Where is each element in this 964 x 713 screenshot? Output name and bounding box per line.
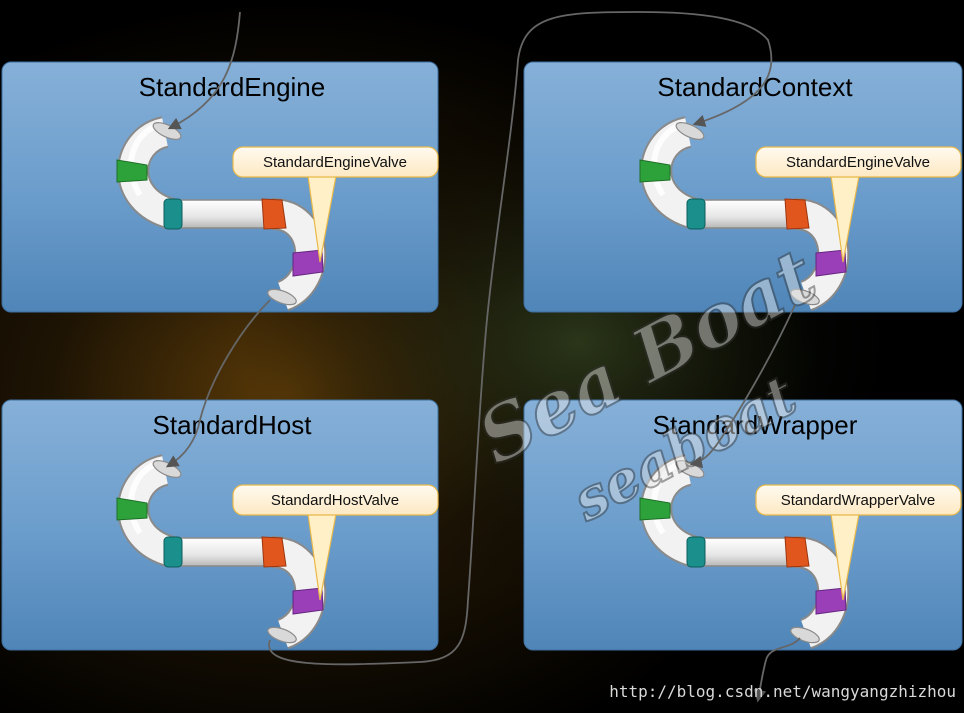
ring-green (639, 497, 671, 521)
exit-arrow (753, 637, 801, 703)
box-panel (1, 61, 439, 313)
box-panel (1, 399, 439, 651)
ring-green (116, 159, 148, 183)
context-to-wrapper-arrow (689, 304, 796, 469)
valve-label: StandardEngineValve (786, 154, 930, 171)
pipe-assembly (640, 457, 846, 646)
valve-label: StandardEngineValve (263, 154, 407, 171)
engine-to-host-arrow (165, 299, 271, 468)
ring-orange (261, 198, 287, 230)
valve-callout: StandardEngineValve (232, 146, 439, 263)
ring-teal (163, 198, 183, 230)
ring-green (116, 497, 148, 521)
ring-orange (784, 198, 810, 230)
pipe-assembly (117, 457, 323, 646)
ring-teal (686, 198, 706, 230)
valve-callout: StandardWrapperValve (755, 484, 962, 601)
box-standard-wrapper: StandardWrapper StandardWrapperValve (523, 399, 963, 651)
box-standard-context: StandardContext StandardEngineValve (523, 61, 963, 313)
box-title: StandardEngine (139, 72, 325, 102)
host-to-context-arrow (268, 11, 773, 666)
box-title: StandardHost (153, 410, 313, 440)
entry-arrow (167, 11, 241, 130)
ring-purple (292, 587, 324, 615)
ring-teal (686, 536, 706, 568)
valve-label: StandardWrapperValve (781, 492, 936, 509)
ring-green (639, 159, 671, 183)
box-standard-host: StandardHost StandardHostValve (1, 399, 439, 651)
box-title: StandardContext (657, 72, 853, 102)
ring-orange (784, 536, 810, 568)
box-title: StandardWrapper (653, 410, 858, 440)
ring-teal (163, 536, 183, 568)
valve-label: StandardHostValve (271, 492, 399, 509)
box-panel (523, 61, 963, 313)
pipe-assembly (640, 119, 846, 308)
ring-purple (815, 587, 847, 615)
pipe-assembly (117, 119, 323, 308)
connectors (165, 11, 801, 703)
ring-orange (261, 536, 287, 568)
valve-callout: StandardHostValve (232, 484, 439, 601)
url-watermark: http://blog.csdn.net/wangyangzhizhou (609, 682, 956, 701)
box-standard-engine: StandardEngine StandardEngineValve (1, 61, 439, 313)
box-panel (523, 399, 963, 651)
ring-purple (815, 249, 847, 277)
ring-purple (292, 249, 324, 277)
valve-callout: StandardEngineValve (755, 146, 962, 263)
